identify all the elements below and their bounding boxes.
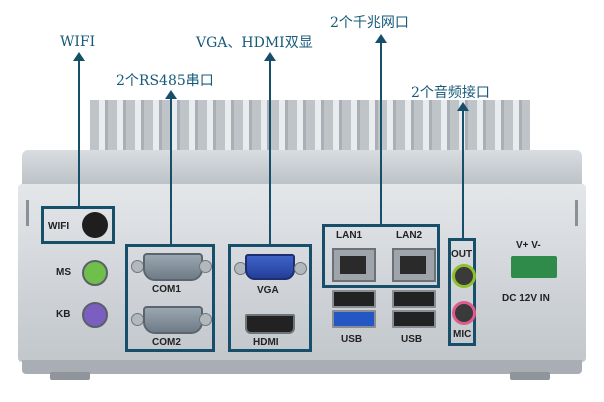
chassis-top — [22, 150, 582, 188]
usb2-label: USB — [401, 334, 423, 345]
com-highlight-box — [125, 244, 215, 352]
pointer-arrow-rs485 — [165, 90, 177, 99]
usb1-label: USB — [341, 334, 363, 345]
pointer-line-audio — [462, 108, 464, 238]
side-vent — [575, 200, 578, 226]
annotation-audio: 2个音频接口 — [411, 85, 490, 101]
chassis-foot — [510, 372, 550, 380]
pointer-arrow-audio — [457, 102, 469, 111]
chassis-foot — [50, 372, 90, 380]
wifi-highlight-box — [41, 206, 115, 244]
lan1-port — [332, 248, 376, 282]
audio-out-jack — [452, 264, 476, 288]
display-highlight-box — [228, 244, 312, 352]
annotation-vga-hdmi: VGA、HDMI双显 — [196, 35, 313, 51]
annotation-rs485: 2个RS485串口 — [116, 73, 214, 89]
vga-port — [245, 254, 295, 280]
pointer-arrow-vga-hdmi — [264, 52, 276, 61]
wifi-antenna-port — [82, 212, 108, 238]
kb-label: KB — [56, 309, 71, 320]
mic-in-jack — [452, 301, 476, 325]
wifi-port-label: WIFI — [48, 221, 70, 232]
mic-label: MIC — [453, 329, 472, 340]
vga-label: VGA — [257, 285, 279, 296]
hdmi-label: HDMI — [253, 337, 279, 348]
com1-label: COM1 — [152, 284, 181, 295]
dc-input-label: DC 12V IN — [502, 293, 550, 304]
pointer-line-wifi — [78, 58, 80, 206]
pointer-arrow-wifi — [73, 52, 85, 61]
audio-out-label: OUT — [451, 249, 473, 260]
screw — [294, 262, 307, 275]
com1-port — [143, 253, 203, 281]
usb-port — [332, 290, 376, 308]
screw — [199, 260, 212, 273]
audio-highlight-box — [448, 238, 476, 346]
power-pin-label: V+ V- — [516, 240, 541, 251]
pointer-line-vga-hdmi — [269, 58, 271, 244]
hdmi-port — [245, 314, 295, 334]
ps2-mouse-port — [82, 260, 108, 286]
lan1-label: LAN1 — [336, 230, 363, 241]
com2-port — [143, 306, 203, 334]
usb3-port — [332, 310, 376, 328]
pointer-line-rs485 — [170, 96, 172, 244]
dc-power-connector — [511, 256, 557, 278]
pointer-line-lan — [380, 40, 382, 224]
ps2-keyboard-port — [82, 302, 108, 328]
chassis-bottom — [22, 360, 582, 374]
com2-label: COM2 — [152, 337, 181, 348]
screw — [199, 313, 212, 326]
pointer-arrow-lan — [375, 34, 387, 43]
lan2-label: LAN2 — [396, 230, 423, 241]
lan-highlight-box — [322, 224, 440, 288]
lan2-port — [392, 248, 436, 282]
ms-label: MS — [56, 267, 71, 278]
side-vent — [26, 200, 29, 226]
usb-port — [392, 290, 436, 308]
annotation-lan: 2个千兆网口 — [330, 15, 409, 31]
annotation-wifi: WIFI — [60, 34, 96, 50]
usb-port — [392, 310, 436, 328]
